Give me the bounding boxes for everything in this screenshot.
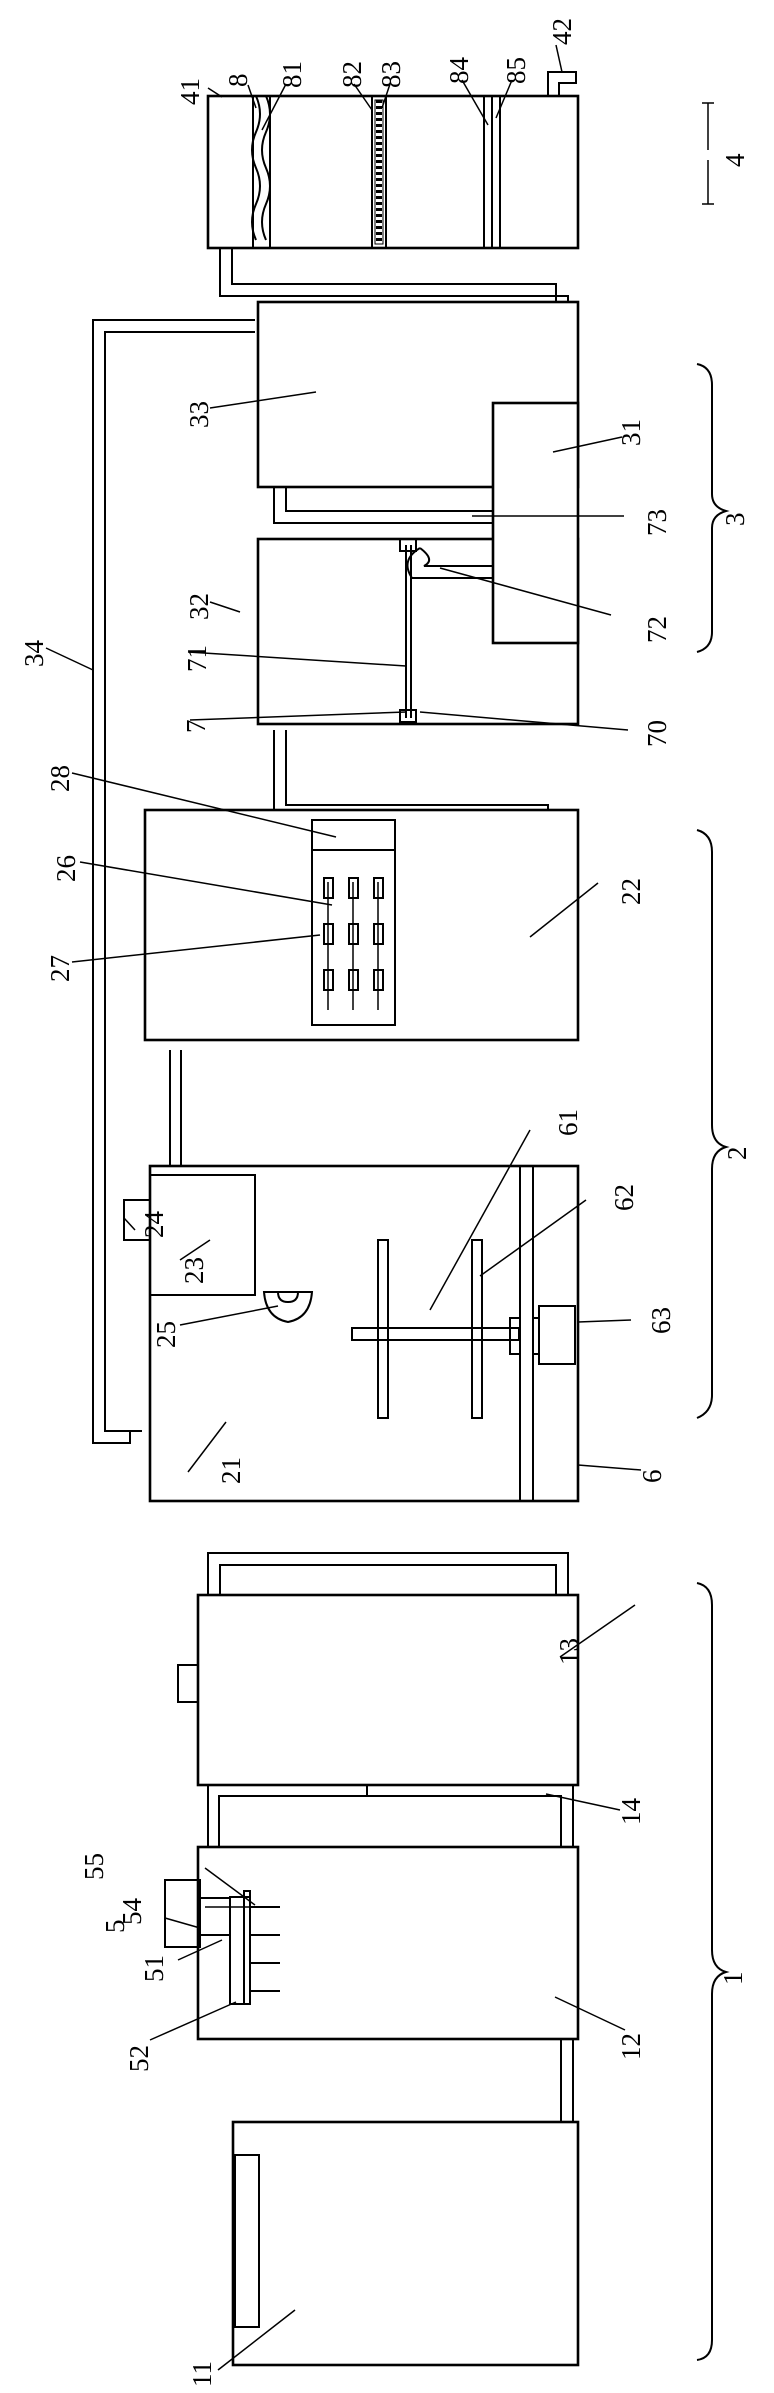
label-42: 42 [547,18,577,45]
filter-bed [374,99,384,245]
label-51: 51 [139,1955,169,1982]
labels: 11 12 13 14 1 55 54 5 51 52 21 6 23 24 2… [19,18,752,2387]
label-41: 41 [175,78,205,105]
label-34: 34 [19,640,49,668]
label-23: 23 [179,1257,209,1284]
label-55: 55 [79,1853,109,1880]
label-28: 28 [45,765,75,792]
label-63: 63 [646,1307,676,1334]
label-11: 11 [187,2361,217,2387]
label-13: 13 [554,1638,584,1665]
box-21 [123,1164,580,1503]
label-70: 70 [642,720,672,747]
label-21: 21 [216,1457,246,1484]
label-81: 81 [277,61,307,88]
label-72: 72 [642,616,672,643]
label-73: 73 [642,509,672,536]
box-31 [491,401,580,645]
device-5 [164,1879,280,2005]
box-41 [206,71,580,250]
label-62: 62 [609,1184,639,1211]
label-2: 2 [722,1147,752,1161]
label-8: 8 [223,74,253,88]
label-31: 31 [616,419,646,446]
label-33: 33 [184,401,214,428]
pipes [92,245,574,2133]
label-25: 25 [151,1321,181,1348]
label-85: 85 [501,57,531,84]
bracket-4 [702,102,714,205]
bracket-2 [696,829,730,1419]
label-6: 6 [637,1470,667,1484]
label-83: 83 [376,61,406,88]
label-7: 7 [181,720,211,734]
label-84: 84 [444,57,474,85]
leader-lines [45,44,642,2371]
label-61: 61 [553,1109,583,1136]
bracket-1 [696,1582,730,2361]
box-13 [177,1593,580,1787]
label-14: 14 [616,1798,646,1826]
label-71: 71 [182,645,212,672]
label-3: 3 [720,513,750,527]
label-27: 27 [45,955,75,982]
box-22 [143,808,580,1042]
bracket-3 [696,363,730,653]
label-22: 22 [616,878,646,905]
label-52: 52 [124,2045,154,2072]
box-11 [231,2120,580,2367]
label-1: 1 [718,1972,748,1986]
label-54: 54 [117,1898,147,1926]
label-32: 32 [184,593,214,620]
label-24: 24 [139,1211,169,1239]
label-5: 5 [100,1920,130,1934]
label-4: 4 [720,153,750,167]
label-26: 26 [51,855,81,882]
label-82: 82 [337,61,367,88]
box-12 [196,1845,580,2041]
label-12: 12 [616,2033,646,2060]
